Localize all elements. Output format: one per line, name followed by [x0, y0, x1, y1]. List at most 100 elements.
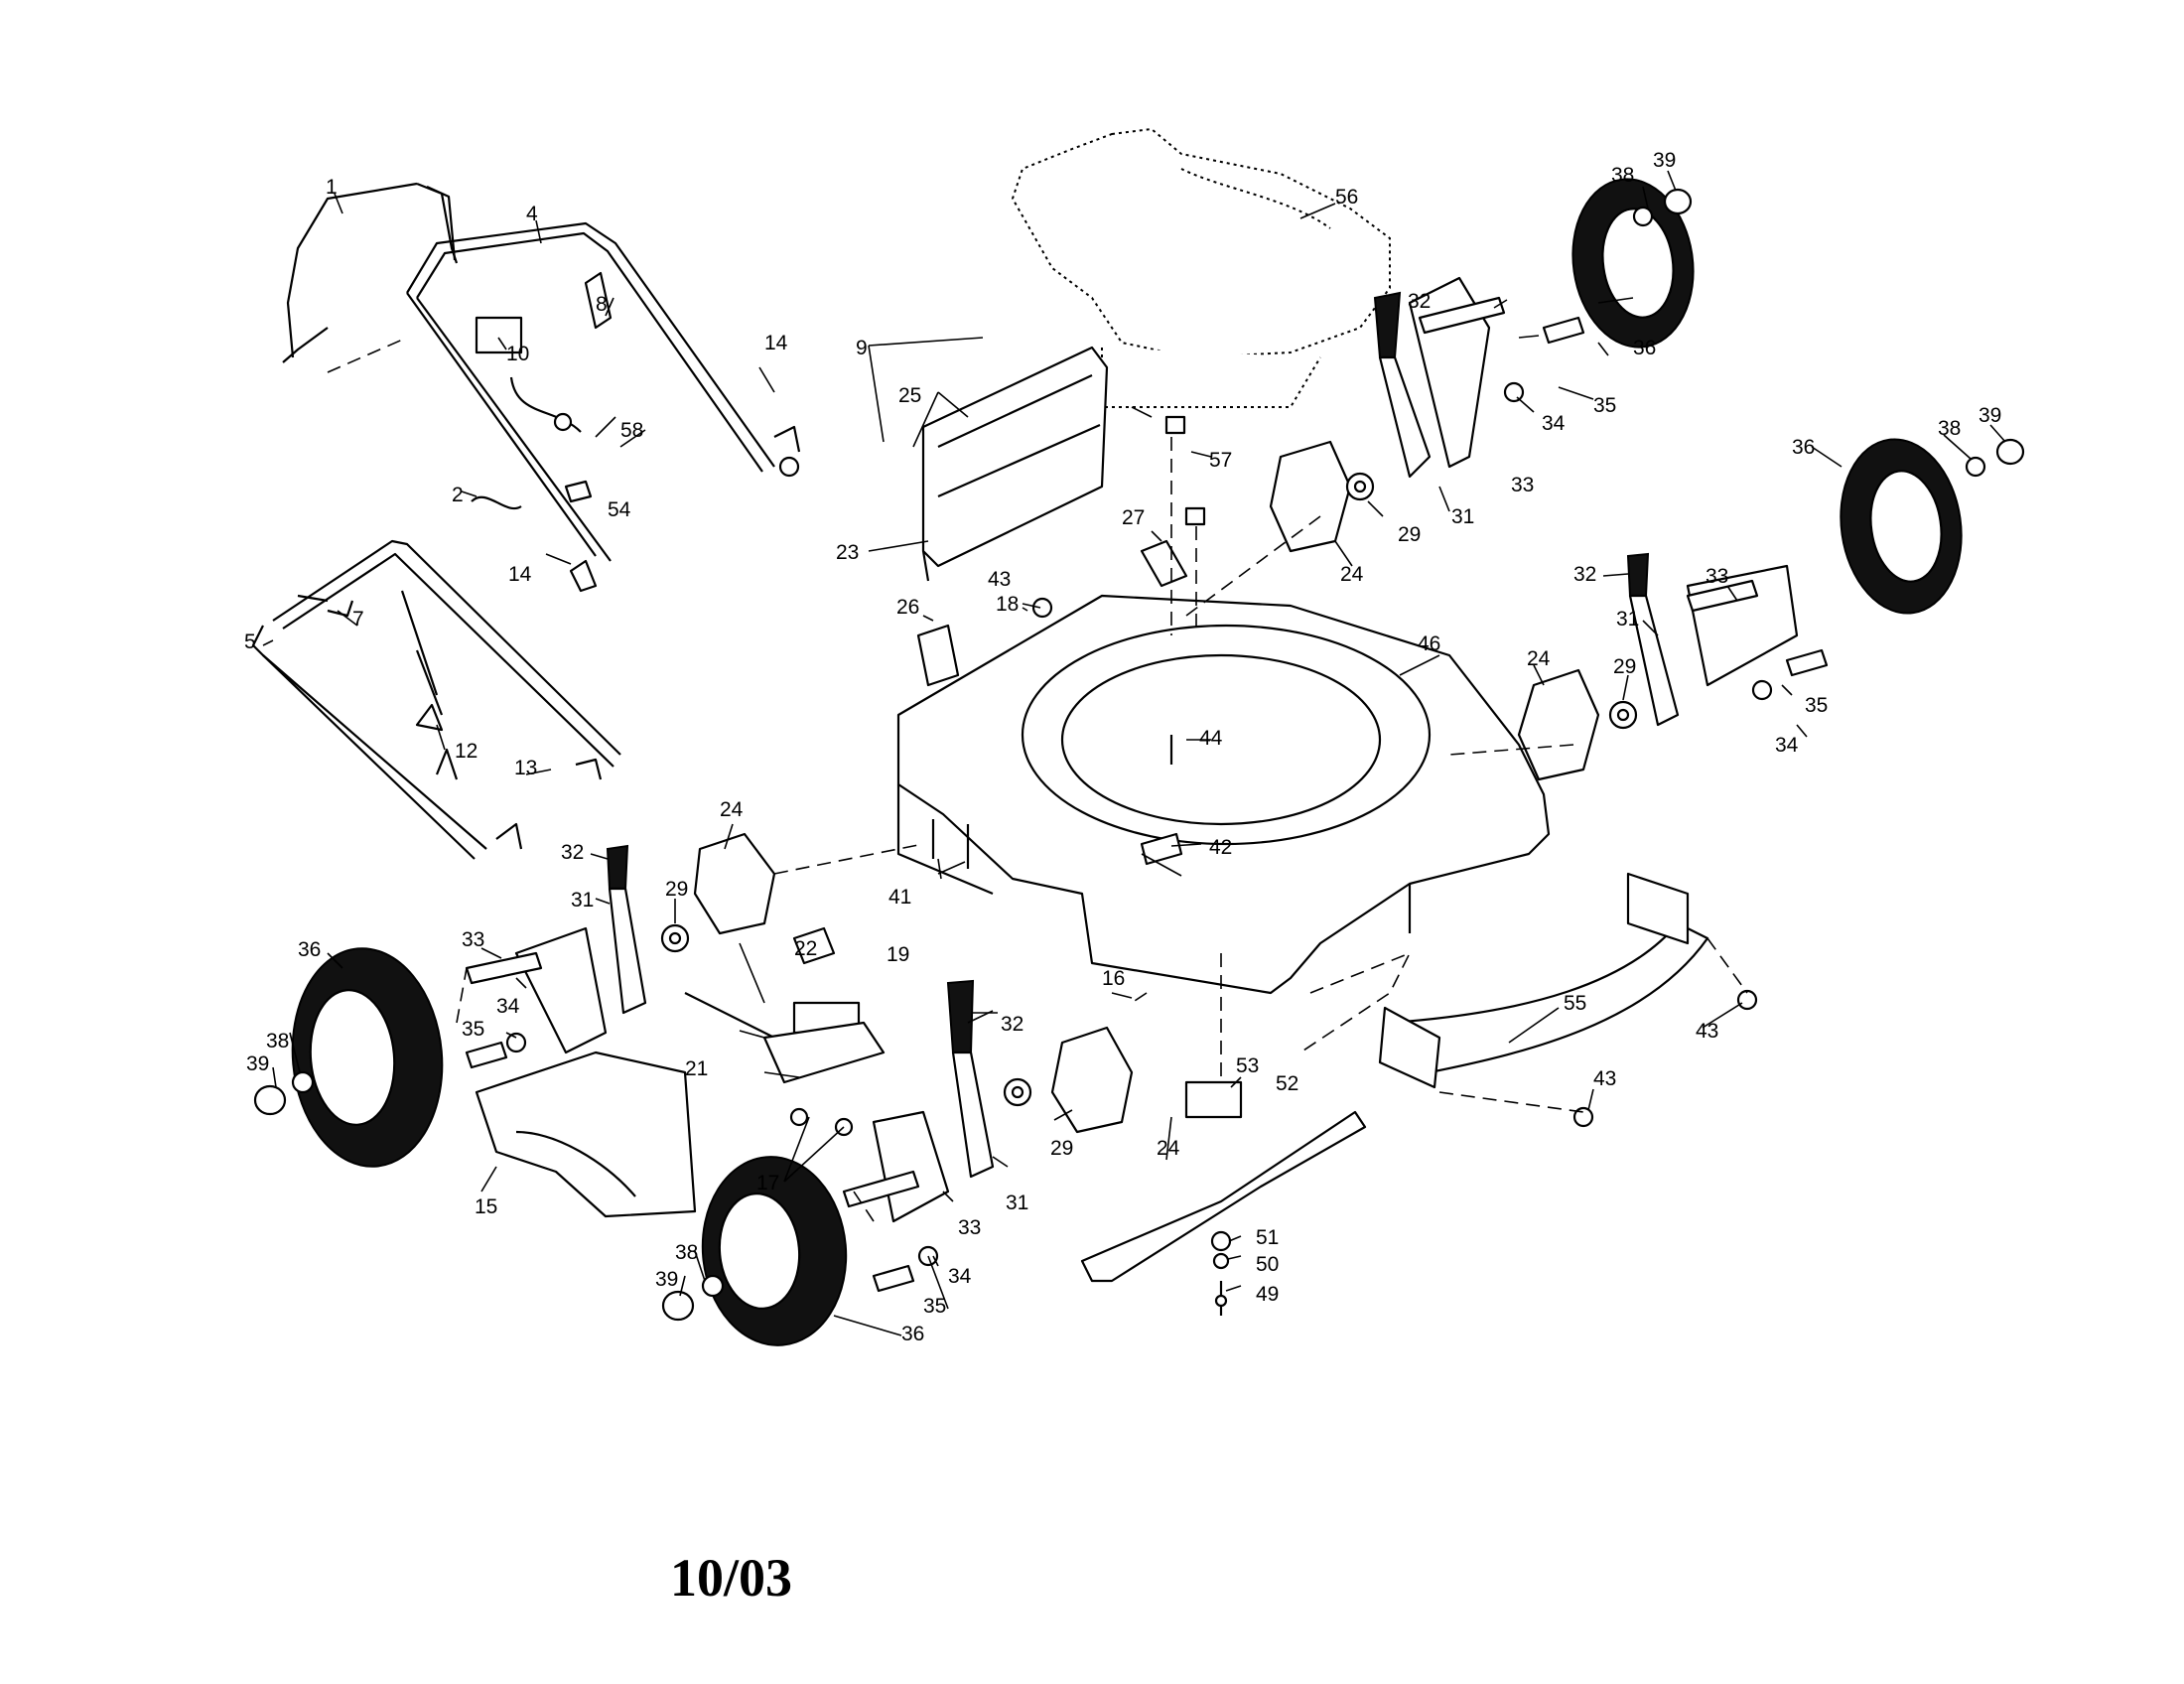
blade [1080, 1080, 1367, 1316]
callout-56: 56 [1335, 186, 1358, 209]
axles-bolts [465, 296, 1829, 1293]
callout-32a: 32 [1408, 290, 1431, 313]
callout-29c: 29 [665, 878, 688, 901]
callout-38a: 38 [1611, 164, 1634, 187]
callout-36d: 36 [901, 1323, 924, 1345]
handle-hardware [297, 271, 801, 850]
callout-24d: 24 [1157, 1137, 1180, 1160]
callout-25: 25 [898, 384, 921, 407]
callout-21: 21 [685, 1057, 708, 1080]
callout-26: 26 [896, 596, 919, 619]
callout-24b: 24 [1527, 647, 1551, 670]
callout-42: 42 [1209, 836, 1232, 859]
callout-2: 2 [452, 484, 464, 506]
callout-51: 51 [1256, 1226, 1279, 1249]
callout-14a: 14 [764, 332, 788, 354]
callout-24c: 24 [720, 798, 744, 821]
callout-7: 7 [352, 608, 364, 631]
callout-39c: 39 [246, 1052, 269, 1075]
callout-43a: 43 [988, 568, 1011, 591]
callout-35d: 35 [923, 1295, 946, 1318]
callout-35c: 35 [462, 1018, 484, 1041]
callout-5: 5 [244, 631, 256, 653]
callout-39a: 39 [1653, 149, 1676, 172]
callout-14b: 14 [508, 563, 532, 586]
callout-32d: 32 [1001, 1013, 1024, 1036]
callout-43c: 43 [1593, 1067, 1616, 1090]
height-adjusters [693, 440, 1600, 1134]
callout-27: 27 [1122, 506, 1145, 529]
callout-35a: 35 [1593, 394, 1616, 417]
callout-19: 19 [887, 943, 909, 966]
callout-41: 41 [888, 886, 911, 909]
callout-labels: 1 4 8 10 58 14 2 54 14 7 5 12 13 9 25 23… [244, 149, 2001, 1345]
callout-17: 17 [756, 1172, 779, 1194]
discharge-chute [475, 1051, 697, 1218]
callout-34a: 34 [1542, 412, 1566, 435]
cable [475, 316, 582, 433]
callout-18: 18 [996, 593, 1019, 616]
callout-55: 55 [1564, 992, 1586, 1015]
callout-13: 13 [514, 757, 537, 779]
engine [1011, 127, 1391, 408]
mower-deck [896, 594, 1551, 995]
callout-31d: 31 [1006, 1192, 1028, 1214]
callout-10: 10 [506, 343, 529, 365]
callout-34b: 34 [1775, 734, 1799, 757]
small-parts [684, 415, 1758, 1308]
callout-15: 15 [475, 1195, 497, 1218]
callout-9: 9 [856, 337, 868, 359]
callout-38c: 38 [266, 1030, 289, 1052]
callout-23: 23 [836, 541, 859, 564]
callout-44: 44 [1199, 727, 1223, 750]
upper-handle-bar [282, 182, 459, 363]
callout-39d: 39 [655, 1268, 678, 1291]
callout-33c: 33 [462, 928, 484, 951]
rear-flap [1378, 872, 1709, 1089]
callout-39b: 39 [1979, 404, 2001, 427]
leader-lines [262, 170, 2006, 1336]
callout-34c: 34 [496, 995, 520, 1018]
callout-12: 12 [455, 740, 478, 763]
callout-32c: 32 [561, 841, 584, 864]
callout-29b: 29 [1613, 655, 1636, 678]
callout-31b: 31 [1616, 608, 1639, 631]
date-code: 10/03 [670, 1548, 793, 1608]
callout-49: 49 [1256, 1283, 1279, 1306]
callout-36b: 36 [1792, 436, 1815, 459]
callout-33b: 33 [1706, 565, 1728, 588]
callout-24a: 24 [1340, 563, 1364, 586]
callout-29a: 29 [1398, 523, 1421, 546]
callout-33a: 33 [1511, 474, 1534, 496]
callout-34d: 34 [948, 1265, 972, 1288]
callout-16: 16 [1102, 967, 1125, 990]
callout-35b: 35 [1805, 694, 1828, 717]
callout-53: 53 [1236, 1054, 1259, 1077]
callout-31c: 31 [571, 889, 594, 912]
callout-58: 58 [620, 419, 643, 442]
callout-50: 50 [1256, 1253, 1279, 1276]
washers-29 [660, 472, 1638, 1107]
callout-43b: 43 [1696, 1020, 1718, 1043]
main-handle [406, 221, 800, 562]
wheels [291, 178, 1963, 1346]
callout-38d: 38 [675, 1241, 698, 1264]
callout-1: 1 [326, 176, 338, 199]
callout-52: 52 [1276, 1072, 1298, 1095]
callout-29d: 29 [1050, 1137, 1073, 1160]
callout-57: 57 [1209, 449, 1232, 472]
callout-22: 22 [794, 937, 817, 960]
callout-31a: 31 [1451, 505, 1474, 528]
callout-46: 46 [1418, 632, 1440, 655]
hub-caps [253, 188, 2025, 1322]
callout-33d: 33 [958, 1216, 981, 1239]
callout-36c: 36 [298, 938, 321, 961]
callout-38b: 38 [1938, 417, 1961, 440]
callout-4: 4 [526, 203, 538, 225]
callout-32b: 32 [1573, 563, 1596, 586]
callout-36a: 36 [1633, 337, 1656, 359]
rear-baffle [921, 346, 1109, 582]
assembly-lines [327, 337, 1748, 1222]
lower-handle [251, 539, 621, 860]
